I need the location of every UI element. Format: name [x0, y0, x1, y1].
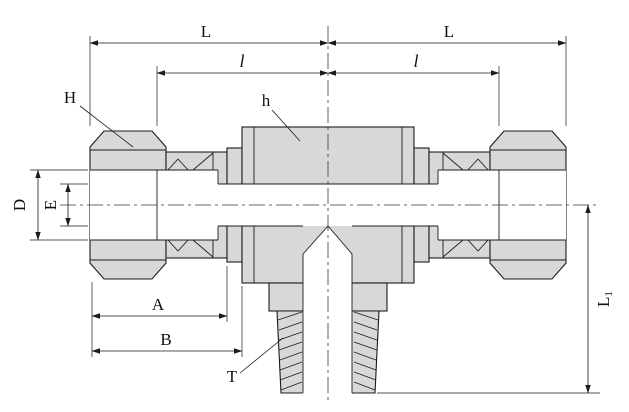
dim-label-L1: L1: [594, 291, 615, 307]
dim-label-l-left: l: [239, 51, 244, 71]
label-T: T: [227, 367, 238, 386]
dim-l-left: l: [156, 51, 329, 126]
dim-E: E: [41, 183, 88, 227]
left-front-ferrule: [192, 152, 214, 171]
callout-H: H: [64, 88, 134, 148]
dim-A: A: [91, 266, 228, 357]
branch-bore: [303, 226, 352, 395]
callout-h: h: [262, 91, 301, 142]
dim-label-E: E: [41, 200, 60, 210]
centerlines: [60, 26, 598, 402]
dim-L1: L1: [377, 204, 615, 394]
dim-L-right: L: [327, 22, 567, 126]
dim-L-left: L: [89, 22, 329, 126]
dim-l-right: l: [327, 51, 500, 126]
dim-label-L-right: L: [444, 22, 454, 41]
dim-label-L-left: L: [201, 22, 211, 41]
left-back-ferrule: [167, 158, 189, 171]
dim-label-A: A: [152, 295, 165, 314]
dim-label-D: D: [10, 199, 29, 211]
right-front-ferrule: [442, 152, 464, 171]
label-H: H: [64, 88, 76, 107]
dim-label-B: B: [160, 330, 171, 349]
dim-label-l-right: l: [413, 51, 418, 71]
right-back-ferrule: [467, 158, 489, 171]
thread-hatch: [277, 311, 379, 391]
callout-T: T: [227, 337, 284, 386]
internal-details: [90, 127, 566, 394]
dim-B: B: [91, 286, 243, 357]
dim-D: D: [10, 169, 88, 241]
label-h: h: [262, 91, 271, 110]
